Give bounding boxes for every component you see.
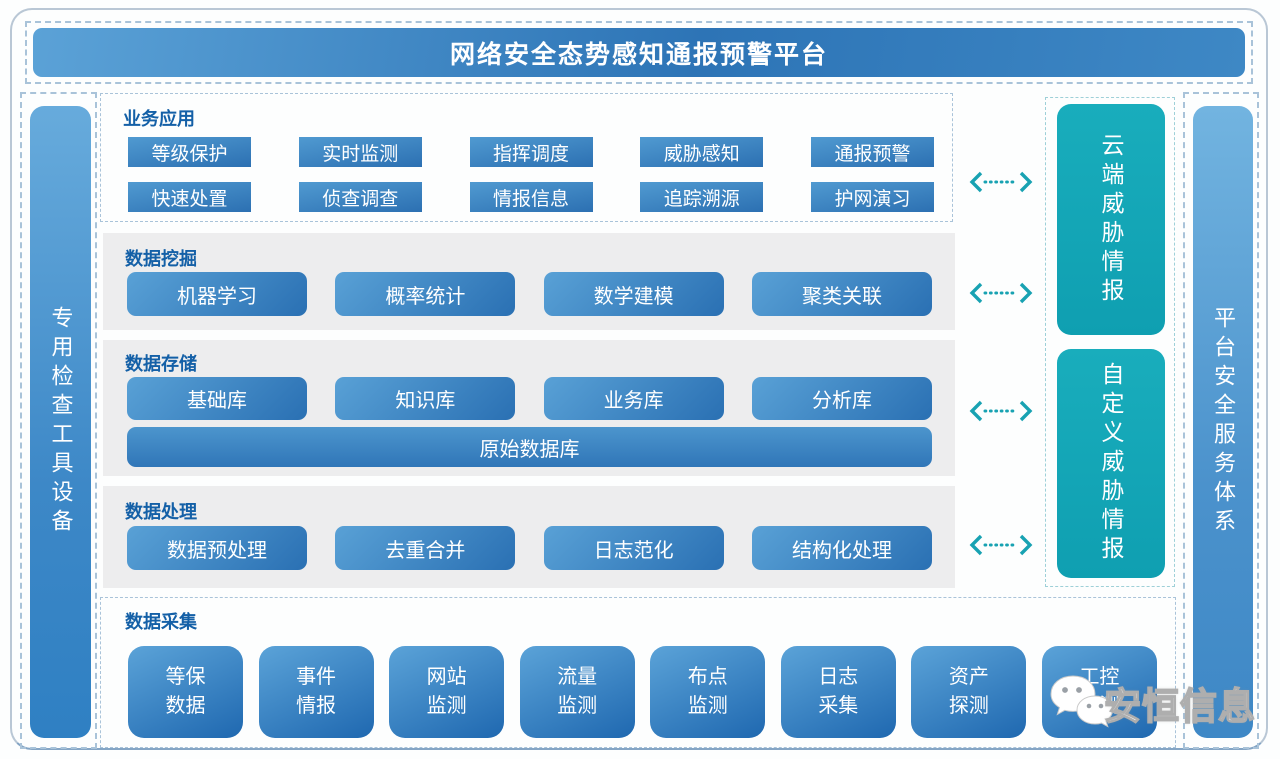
custom-threat-intel-box: 自定义威胁情报	[1057, 349, 1165, 578]
block-log-collection: 日志 采集	[780, 646, 896, 738]
block-trace-source: 追踪溯源	[640, 182, 764, 212]
block-label-line: 等保	[165, 666, 206, 688]
block-website-monitoring: 网站 监测	[389, 646, 505, 738]
block-dedup-merge: 去重合并	[335, 526, 516, 570]
business-row-2: 快速处置 侦查调查 情报信息 追踪溯源 护网演习	[128, 182, 934, 212]
block-label-line: 探测	[948, 695, 989, 717]
banner-container: 网络安全态势感知通报预警平台	[25, 21, 1253, 84]
left-pillar-container: 专用检查工具设备	[20, 92, 97, 749]
block-event-intel: 事件 情报	[258, 646, 374, 738]
processing-row: 数据预处理 去重合并 日志范化 结构化处理	[127, 526, 932, 570]
outer-frame	[10, 8, 1268, 750]
block-knowledge-db: 知识库	[335, 377, 516, 420]
block-rapid-disposal: 快速处置	[128, 182, 251, 212]
block-network-drill: 护网演习	[811, 182, 934, 212]
block-investigation: 侦查调查	[298, 182, 422, 212]
section-data-collection: 数据采集 等保 数据 事件 情报 网站 监测 流量 监测 布点 监测	[100, 597, 1176, 748]
block-level-protection: 等级保护	[128, 137, 251, 167]
block-label-line: 监测	[426, 695, 467, 717]
storage-row: 基础库 知识库 业务库 分析库	[127, 377, 932, 420]
threat-intel-column: 云端威胁情报 自定义威胁情报	[1045, 97, 1175, 587]
section-data-mining: 数据挖掘 机器学习 概率统计 数学建模 聚类关联	[103, 233, 955, 330]
block-label-line: 布点	[687, 666, 728, 688]
platform-title-banner: 网络安全态势感知通报预警平台	[33, 28, 1245, 77]
section-title: 数据采集	[125, 612, 197, 632]
section-data-storage: 数据存储 基础库 知识库 业务库 分析库 原始数据库	[103, 340, 955, 476]
block-analysis-db: 分析库	[751, 377, 932, 420]
block-asset-detection: 资产 探测	[911, 646, 1027, 738]
section-title: 数据处理	[125, 502, 197, 522]
bidirectional-arrow-icon	[969, 171, 1033, 193]
block-label-line: 日志	[818, 666, 859, 688]
bidirectional-arrow-icon	[969, 282, 1033, 304]
block-machine-learning: 机器学习	[127, 272, 307, 316]
block-label-line: 资产	[948, 666, 989, 688]
block-structured-processing: 结构化处理	[751, 526, 932, 570]
block-log-normalization: 日志范化	[543, 526, 724, 570]
section-title: 数据存储	[125, 354, 197, 374]
bidirectional-arrow-icon	[969, 400, 1033, 422]
section-business-application: 业务应用 等级保护 实时监测 指挥调度 威胁感知 通报预警 快速处置 侦查调查 …	[100, 93, 953, 222]
block-label-line: 监测	[687, 695, 728, 717]
platform-security-service-pillar: 平台安全服务体系	[1193, 106, 1253, 738]
block-raw-data-db: 原始数据库	[127, 427, 932, 467]
section-title: 业务应用	[123, 109, 195, 129]
block-label-line: 采集	[818, 695, 859, 717]
block-math-modeling: 数学建模	[543, 272, 724, 316]
special-inspection-tools-pillar: 专用检查工具设备	[30, 106, 91, 738]
block-label-line: 监测	[557, 695, 598, 717]
block-label-line: 事件	[296, 666, 337, 688]
block-site-monitoring: 布点 监测	[650, 646, 766, 738]
block-base-db: 基础库	[127, 377, 307, 420]
block-probability-statistics: 概率统计	[335, 272, 516, 316]
mining-row: 机器学习 概率统计 数学建模 聚类关联	[127, 272, 932, 316]
right-pillar-container: 平台安全服务体系	[1183, 92, 1259, 749]
block-label-line: 工控	[1079, 666, 1120, 688]
block-label-line: 流量	[557, 666, 598, 688]
block-label-line: 监测	[1079, 695, 1120, 717]
block-label-line: 网站	[426, 666, 467, 688]
block-levelprotect-data: 等保 数据	[128, 646, 243, 738]
block-command-dispatch: 指挥调度	[469, 137, 593, 167]
block-industrial-control-monitoring: 工控 监测	[1041, 646, 1157, 738]
block-label-line: 数据	[165, 695, 206, 717]
block-business-db: 业务库	[543, 377, 724, 420]
section-title: 数据挖掘	[125, 249, 197, 269]
block-data-preprocessing: 数据预处理	[127, 526, 307, 570]
block-label-line: 情报	[296, 695, 337, 717]
bidirectional-arrow-icon	[969, 534, 1033, 556]
cloud-threat-intel-box: 云端威胁情报	[1057, 104, 1165, 335]
block-notification-warning: 通报预警	[811, 137, 934, 167]
section-data-processing: 数据处理 数据预处理 去重合并 日志范化 结构化处理	[103, 486, 955, 588]
collection-row: 等保 数据 事件 情报 网站 监测 流量 监测 布点 监测 日志 采集	[128, 646, 1157, 738]
block-threat-awareness: 威胁感知	[640, 137, 764, 167]
block-realtime-monitoring: 实时监测	[298, 137, 422, 167]
block-traffic-monitoring: 流量 监测	[519, 646, 635, 738]
block-cluster-association: 聚类关联	[751, 272, 932, 316]
business-row-1: 等级保护 实时监测 指挥调度 威胁感知 通报预警	[128, 137, 934, 167]
block-intelligence-info: 情报信息	[469, 182, 593, 212]
